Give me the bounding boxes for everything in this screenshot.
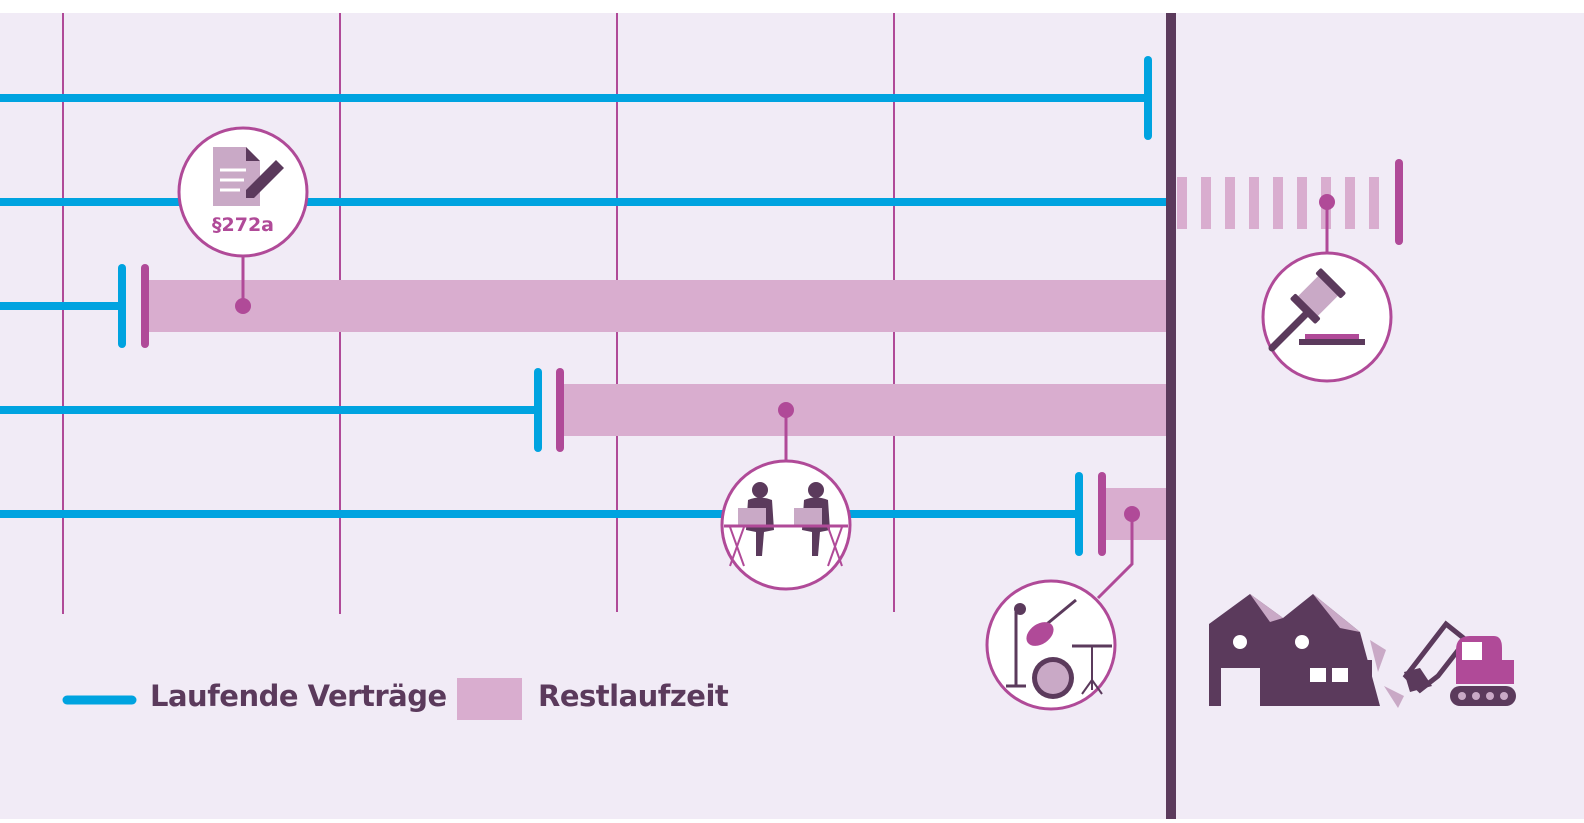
remaining-band-row3	[145, 280, 1168, 332]
legend-label-running-contracts: Laufende Verträge	[150, 679, 447, 713]
remaining-band-row4	[560, 384, 1168, 436]
paragraph-label: §272a	[212, 214, 274, 236]
contract-end-ticks	[118, 56, 1152, 556]
gavel-icon	[1261, 251, 1393, 383]
remaining-bands	[145, 280, 1168, 540]
present-divider-line	[1166, 13, 1176, 819]
legend-label-remaining-term: Restlaufzeit	[538, 679, 729, 713]
connectors	[241, 202, 1329, 600]
remaining-start-ticks	[141, 264, 1106, 556]
coworking-people-icon	[720, 459, 852, 591]
legend-swatch-remaining-term	[457, 678, 522, 720]
extended-term-dashes	[1177, 177, 1379, 229]
demolition-excavator-icon	[1209, 594, 1516, 708]
connector-dots	[235, 194, 1335, 522]
music-instruments-icon	[985, 579, 1117, 711]
document-pen-icon: §272a	[177, 126, 309, 258]
